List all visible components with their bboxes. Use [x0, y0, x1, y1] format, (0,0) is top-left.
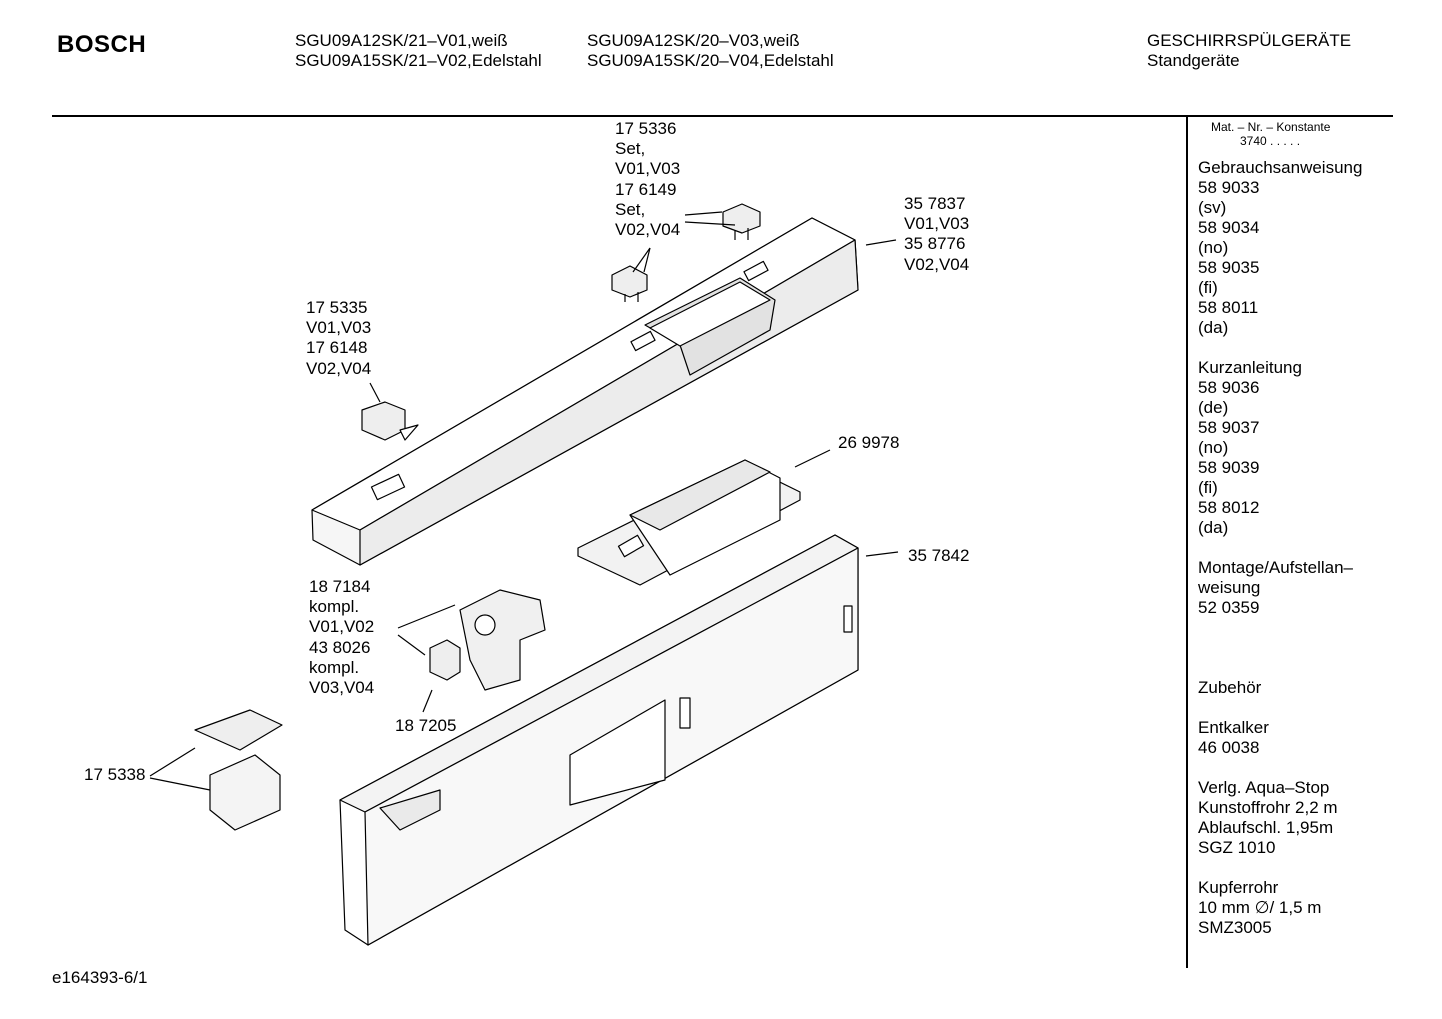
sidebar-line: 58 9039: [1198, 458, 1260, 477]
sidebar-line: 58 9034: [1198, 218, 1260, 237]
sidebar-line: weisung: [1198, 578, 1261, 597]
mat-nr-value: 3740 . . . . .: [1240, 134, 1301, 148]
callout-line: 35 7837: [904, 194, 966, 213]
callout-line: V03,V04: [309, 678, 375, 698]
callout-line: 35 8776: [904, 234, 966, 254]
switch-set-top: [611, 203, 761, 302]
main-frame: [339, 534, 859, 946]
callout-269978: 26 9978: [838, 433, 899, 453]
callout-187205: 18 7205: [395, 716, 456, 736]
sidebar-line: Verlg. Aqua–Stop: [1198, 778, 1330, 797]
callout-line: 17 5338: [84, 765, 146, 784]
mat-nr-label: Mat. – Nr. – Konstante: [1211, 120, 1331, 134]
callout-line: V01,V02: [309, 617, 375, 637]
callout-line: Set,: [615, 199, 646, 219]
callout-line: 35 7842: [908, 546, 970, 565]
sidebar-line: 46 0038: [1198, 738, 1260, 757]
brand-logo: BOSCH: [57, 31, 147, 58]
callout-line: Set,: [615, 139, 646, 159]
callout-357842: 35 7842: [908, 546, 969, 566]
callout-line: 17 6148: [306, 338, 368, 358]
callout-line: V02,V04: [904, 254, 970, 274]
control-panel-fascia: [311, 217, 859, 566]
switch-left: [361, 401, 419, 441]
sidebar-line: (de): [1198, 398, 1229, 417]
sidebar-line: Ablaufschl. 1,95m: [1198, 818, 1334, 837]
sidebar-line: SGZ 1010: [1198, 838, 1276, 857]
callout-line: kompl.: [309, 657, 360, 677]
callout-line: V01,V03: [306, 318, 372, 338]
sidebar-line: (no): [1198, 238, 1229, 257]
sidebar-line: (da): [1198, 518, 1229, 537]
model-line-2b: SGU09A15SK/20–V04,Edelstahl: [587, 51, 834, 70]
sidebar-block: Zubehör: [1198, 678, 1388, 698]
sidebar-line: Gebrauchsanweisung: [1198, 158, 1363, 177]
sidebar-line: 10 mm ∅/ 1,5 m: [1198, 898, 1322, 917]
model-line-1b: SGU09A15SK/21–V02,Edelstahl: [295, 51, 542, 70]
sidebar-line: 58 9035: [1198, 258, 1260, 277]
door-switch: [459, 589, 546, 691]
callout-line: 26 9978: [838, 433, 900, 452]
sidebar-line: (da): [1198, 318, 1229, 337]
sidebar-line: SMZ3005: [1198, 918, 1272, 937]
sidebar-line: Montage/Aufstellan–: [1198, 558, 1353, 577]
callout-line: 18 7184: [309, 577, 371, 596]
terminal-block: [194, 709, 283, 831]
control-module: [577, 459, 801, 586]
callout-line: 43 8026: [309, 637, 371, 657]
sidebar-line: 58 9036: [1198, 378, 1260, 397]
category-title: GESCHIRRSPÜLGERÄTE: [1147, 31, 1352, 50]
sidebar-line: (sv): [1198, 198, 1227, 217]
relay-part: [429, 639, 461, 681]
callout-line: 17 5335: [306, 298, 368, 317]
sidebar-line: (fi): [1198, 478, 1218, 497]
callout-line: 17 5336: [615, 119, 677, 138]
sidebar-line: 52 0359: [1198, 598, 1260, 617]
callout-line: V01,V03: [615, 159, 681, 179]
callout-line: V02,V04: [306, 358, 372, 378]
subcategory-title: Standgeräte: [1147, 51, 1240, 70]
sidebar-line: 58 8012: [1198, 498, 1260, 517]
model-line-1a: SGU09A12SK/21–V01,weiß: [295, 31, 508, 50]
callout-line: 18 7205: [395, 716, 457, 735]
callout-175338: 17 5338: [84, 765, 145, 785]
model-line-2a: SGU09A12SK/20–V03,weiß: [587, 31, 800, 50]
callout-line: 17 6149: [615, 179, 677, 199]
sidebar-divider: [1186, 116, 1188, 968]
sidebar-line: (no): [1198, 438, 1229, 457]
sidebar-line: Entkalker: [1198, 718, 1269, 737]
sidebar-line: Zubehör: [1198, 678, 1262, 697]
sidebar-line: 58 9037: [1198, 418, 1260, 437]
sidebar-line: (fi): [1198, 278, 1218, 297]
callout-line: V01,V03: [904, 214, 970, 234]
diagram-reference: e164393-6/1: [52, 968, 148, 987]
sidebar-line: Kurzanleitung: [1198, 358, 1302, 377]
sidebar-line: Kupferrohr: [1198, 878, 1279, 897]
sidebar-line: 58 8011: [1198, 298, 1259, 317]
callout-line: kompl.: [309, 597, 360, 617]
sidebar-line: 58 9033: [1198, 178, 1260, 197]
callout-line: V02,V04: [615, 220, 681, 240]
sidebar-line: Kunstoffrohr 2,2 m: [1198, 798, 1338, 817]
header-divider: [52, 115, 1393, 117]
